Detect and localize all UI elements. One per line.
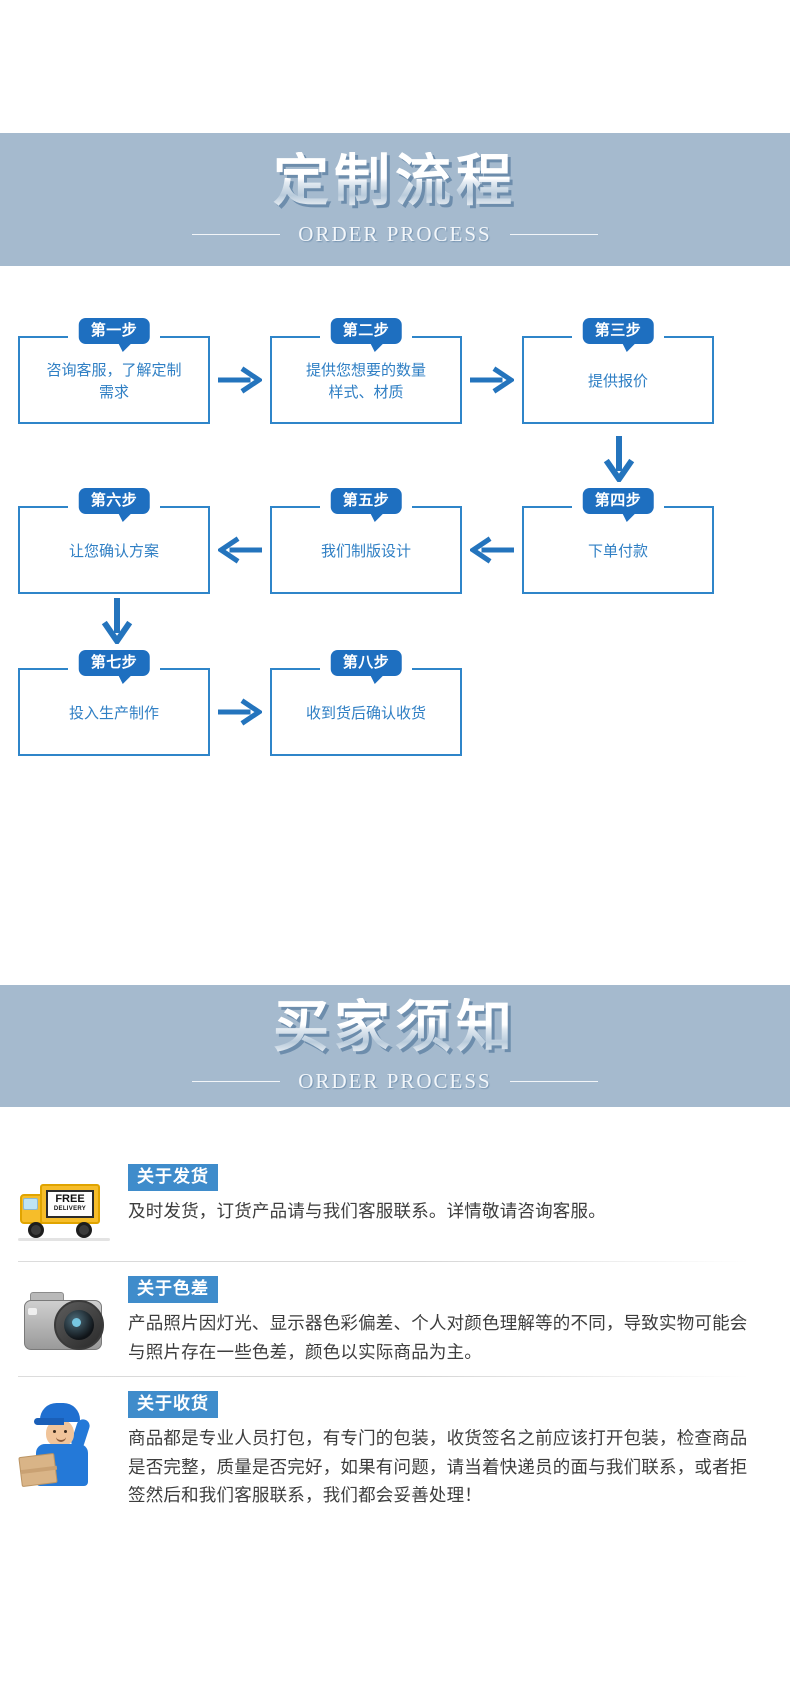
arrow-step5-to-step6 — [210, 535, 270, 565]
notice-tag-shipping: 关于发货 — [128, 1164, 218, 1192]
flow-step-6[interactable]: 第六步 让您确认方案 — [18, 488, 210, 594]
flow-step-7[interactable]: 第七步 投入生产制作 — [18, 650, 210, 756]
notice-tag-receiving: 关于收货 — [128, 1391, 218, 1419]
banner-rule-left-icon — [192, 1080, 281, 1082]
banner-rule-right-icon — [509, 234, 598, 236]
banner-rule-right-icon — [509, 1080, 598, 1082]
flow-step-2-tag: 第二步 — [330, 318, 402, 353]
flow-row-two: 第六步 让您确认方案 第五步 我们制版设计 第四步 — [0, 488, 790, 594]
section-banner-order-process: 定制流程 ORDER PROCESS — [0, 133, 790, 266]
truck-icon-free-label: FREE — [55, 1193, 85, 1206]
arrow-left-icon — [218, 536, 262, 564]
flow-step-8-tag: 第八步 — [330, 650, 402, 685]
flow-step-6-text: 让您确认方案 — [68, 542, 159, 560]
banner-subtitle-row-order-process: ORDER PROCESS — [192, 222, 598, 247]
banner-subtitle-row-buyer-notice: ORDER PROCESS — [192, 1068, 598, 1094]
flow-row-three: 第七步 投入生产制作 第八步 收到货后确认收货 — [0, 650, 790, 756]
notice-body-receiving: 关于收货 商品都是专业人员打包，有专门的包装，收货签名之前应该打开包装，检查商品… — [114, 1377, 768, 1509]
arrow-step3-to-step4-icon — [603, 436, 635, 482]
arrow-step4-to-step5 — [462, 535, 522, 565]
banner-rule-left-icon — [192, 234, 281, 236]
banner-subtitle-buyer-notice: ORDER PROCESS — [298, 1068, 492, 1093]
flow-step-4-text: 下单付款 — [587, 542, 648, 560]
flow-step-8-text: 收到货后确认收货 — [305, 704, 426, 722]
arrow-left-icon — [470, 536, 514, 564]
notice-tag-color: 关于色差 — [128, 1276, 218, 1304]
notice-body-color: 关于色差 产品照片因灯光、显示器色彩偏差、个人对颜色理解等的不同，导致实物可能会… — [114, 1262, 768, 1366]
arrow-step7-to-step8 — [210, 697, 270, 727]
notice-body-shipping: 关于发货 及时发货，订货产品请与我们客服联系。详情敬请咨询客服。 — [114, 1150, 768, 1226]
arrow-step6-to-step7-icon — [101, 598, 133, 644]
flow-step-7-tag: 第七步 — [78, 650, 150, 685]
camera-icon — [18, 1284, 114, 1370]
flow-step-5[interactable]: 第五步 我们制版设计 — [270, 488, 462, 594]
flow-step-7-text: 投入生产制作 — [68, 704, 159, 722]
arrow-right-icon — [470, 366, 514, 394]
notice-item-receiving: 关于收货 商品都是专业人员打包，有专门的包装，收货签名之前应该打开包装，检查商品… — [0, 1377, 790, 1527]
flow-step-2[interactable]: 第二步 提供您想要的数量 样式、材质 — [270, 318, 462, 424]
banner-title-buyer-notice: 买家须知 — [273, 995, 517, 1061]
flow-step-1-text: 咨询客服，了解定制 需求 — [46, 361, 182, 402]
notice-item-shipping: FREE DELIVERY 关于发货 及时发货，订货产品请与我们客服联系。详情敬… — [0, 1150, 790, 1262]
flow-step-5-text: 我们制版设计 — [320, 542, 411, 560]
courier-with-parcel-icon — [18, 1399, 114, 1488]
truck-icon-delivery-label: DELIVERY — [53, 1206, 87, 1213]
notice-divider — [18, 1376, 750, 1377]
flow-step-5-tag: 第五步 — [330, 488, 402, 523]
flow-step-3-tag: 第三步 — [582, 318, 654, 353]
flow-step-4-tag: 第四步 — [582, 488, 654, 523]
notice-text-shipping: 及时发货，订货产品请与我们客服联系。详情敬请咨询客服。 — [128, 1201, 606, 1222]
flow-step-1-tag: 第一步 — [78, 318, 150, 353]
section-banner-buyer-notice: 买家须知 ORDER PROCESS — [0, 985, 790, 1107]
flow-step-1[interactable]: 第一步 咨询客服，了解定制 需求 — [18, 318, 210, 424]
flow-step-4[interactable]: 第四步 下单付款 — [522, 488, 714, 594]
notice-text-receiving: 商品都是专业人员打包，有专门的包装，收货签名之前应该打开包装，检查商品 是否完整… — [128, 1428, 748, 1506]
notice-divider — [18, 1261, 750, 1262]
banner-title-order-process: 定制流程 — [273, 148, 517, 214]
arrow-right-icon — [218, 698, 262, 726]
flow-step-2-text: 提供您想要的数量 样式、材质 — [305, 361, 426, 402]
notice-text-color: 产品照片因灯光、显示器色彩偏差、个人对颜色理解等的不同，导致实物可能会 与照片存… — [128, 1313, 748, 1362]
arrow-right-icon — [218, 366, 262, 394]
free-delivery-truck-icon: FREE DELIVERY — [18, 1172, 114, 1258]
custom-order-flow-chart: 第一步 咨询客服，了解定制 需求 第二步 提供您想要的数量 样式、材质 — [0, 266, 790, 916]
flow-step-6-tag: 第六步 — [78, 488, 150, 523]
arrow-step2-to-step3 — [462, 365, 522, 395]
flow-step-3-text: 提供报价 — [587, 372, 648, 390]
buyer-notice-list: FREE DELIVERY 关于发货 及时发货，订货产品请与我们客服联系。详情敬… — [0, 1150, 790, 1527]
flow-row-one: 第一步 咨询客服，了解定制 需求 第二步 提供您想要的数量 样式、材质 — [0, 318, 790, 424]
banner-subtitle-order-process: ORDER PROCESS — [298, 222, 492, 247]
notice-item-color: 关于色差 产品照片因灯光、显示器色彩偏差、个人对颜色理解等的不同，导致实物可能会… — [0, 1262, 790, 1377]
flow-step-8[interactable]: 第八步 收到货后确认收货 — [270, 650, 462, 756]
arrow-step1-to-step2 — [210, 365, 270, 395]
flow-step-3[interactable]: 第三步 提供报价 — [522, 318, 714, 424]
